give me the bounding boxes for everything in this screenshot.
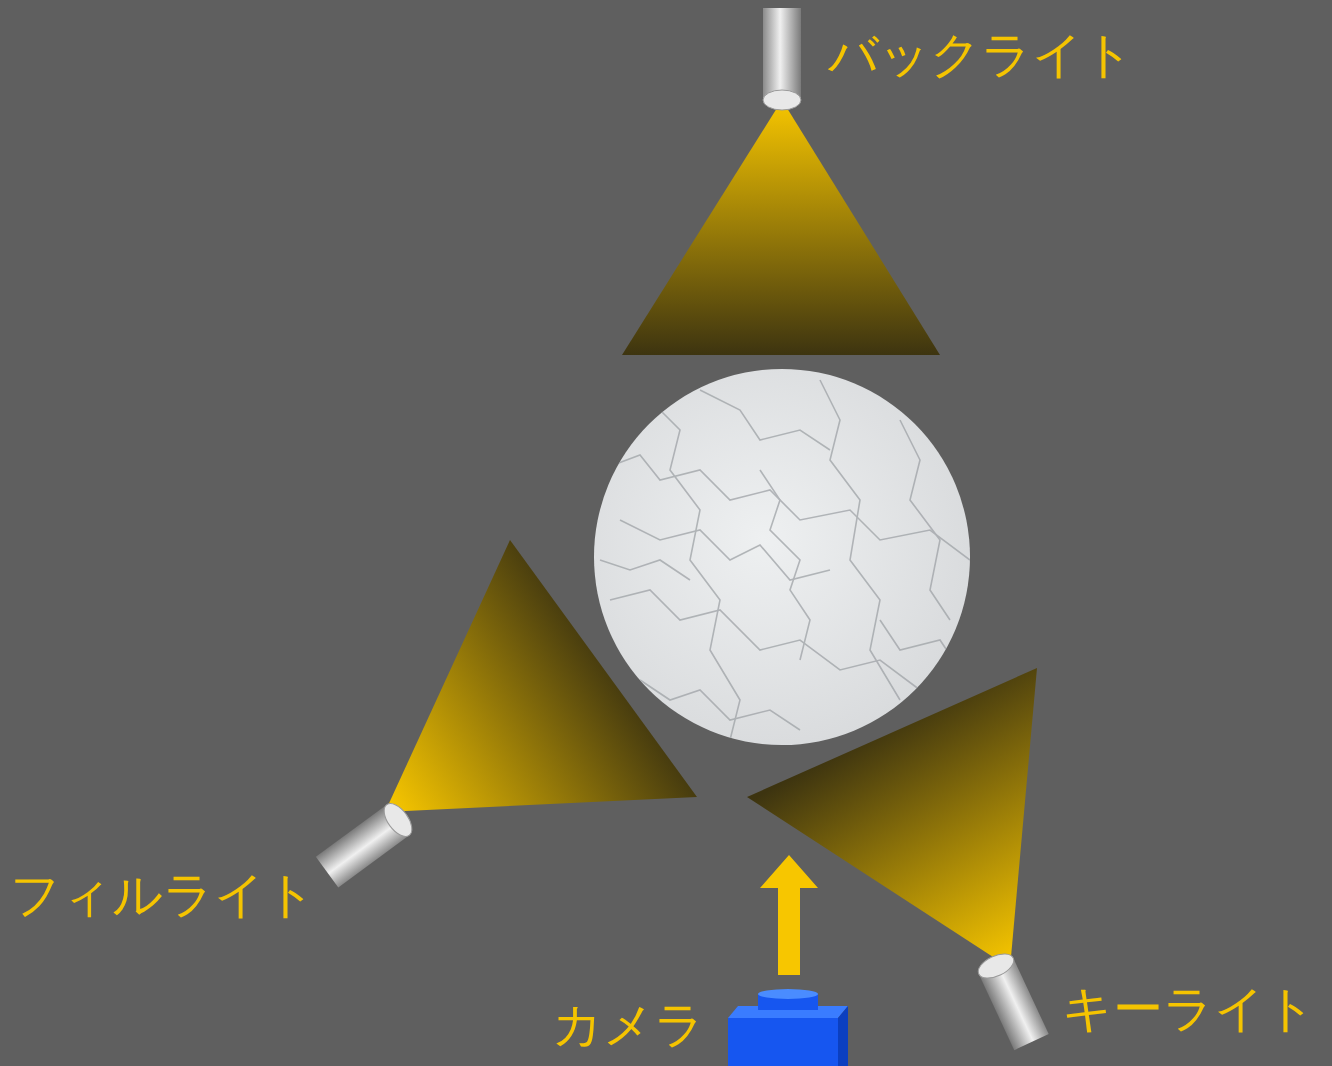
light-label: フィルライト [10,868,316,923]
light-label: カメラ [552,998,705,1053]
lamp [763,8,801,110]
camera-icon [728,989,848,1066]
lamp [975,949,1049,1050]
camera-arrow [760,855,818,975]
light-label: バックライト [828,28,1134,83]
marble-veins [600,380,970,740]
light-beam [622,100,940,355]
light-label: キーライト [1062,982,1316,1037]
marble-sphere [594,369,970,745]
lamp [316,799,417,888]
